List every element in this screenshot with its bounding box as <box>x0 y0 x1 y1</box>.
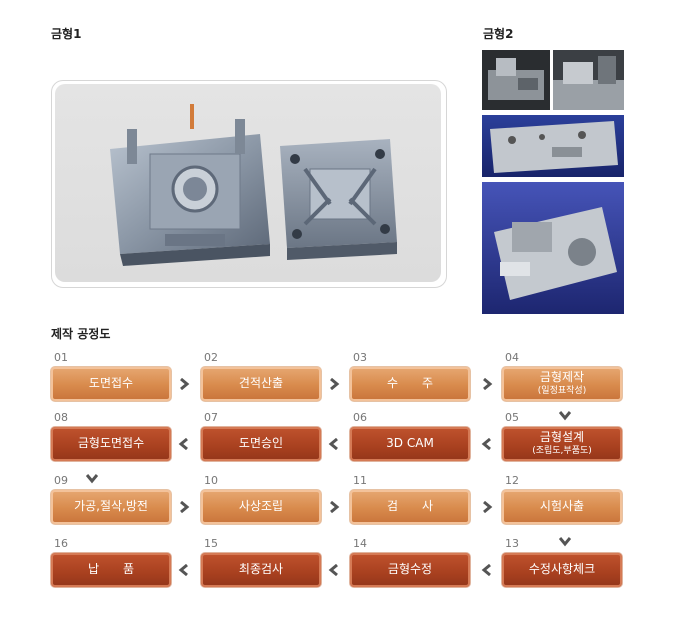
step-number: 13 <box>505 537 519 550</box>
chevron-right-icon <box>180 378 190 390</box>
step-label: 검 사 <box>386 499 434 514</box>
step-number: 02 <box>204 351 218 364</box>
process-step: 도면승인 <box>201 427 321 461</box>
process-step: 사상조립 <box>201 490 321 524</box>
step-number: 07 <box>204 411 218 424</box>
chevron-left-icon <box>178 564 188 576</box>
step-number: 04 <box>505 351 519 364</box>
mold1-photo <box>55 84 441 282</box>
step-sublabel: (일정표작성) <box>537 386 587 397</box>
process-step: 금형제작(일정표작성) <box>502 367 622 401</box>
step-label: 수 주 <box>386 376 434 391</box>
chevron-left-icon <box>481 438 491 450</box>
step-number: 15 <box>204 537 218 550</box>
mold2-photo-3 <box>482 115 624 177</box>
chevron-left-icon <box>328 438 338 450</box>
step-number: 09 <box>54 474 68 487</box>
process-title: 제작 공정도 <box>51 327 111 341</box>
step-label: 도면접수 <box>88 376 134 391</box>
chevron-right-icon <box>483 378 493 390</box>
section1-title: 금형1 <box>51 27 82 41</box>
step-label: 최종검사 <box>238 562 284 577</box>
chevron-right-icon <box>330 378 340 390</box>
chevron-right-icon <box>180 501 190 513</box>
step-label: 3D CAM <box>386 436 434 451</box>
chevron-left-icon <box>328 564 338 576</box>
chevron-down-icon <box>559 537 571 547</box>
process-step: 가공,절삭,방전 <box>51 490 171 524</box>
mold1-photo-frame <box>51 80 447 288</box>
chevron-down-icon <box>559 411 571 421</box>
step-label: 사상조립 <box>238 499 284 514</box>
step-number: 06 <box>353 411 367 424</box>
step-label: 금형설계 <box>539 430 585 445</box>
process-step: 수 주 <box>350 367 470 401</box>
process-step: 금형도면접수 <box>51 427 171 461</box>
chevron-left-icon <box>178 438 188 450</box>
chevron-right-icon <box>483 501 493 513</box>
step-number: 11 <box>353 474 367 487</box>
process-step: 견적산출 <box>201 367 321 401</box>
step-label: 금형제작 <box>539 370 585 385</box>
step-label: 가공,절삭,방전 <box>74 499 148 514</box>
step-sublabel: (조립도,부품도) <box>532 446 592 457</box>
process-step: 시험사출 <box>502 490 622 524</box>
step-number: 01 <box>54 351 68 364</box>
process-step: 3D CAM <box>350 427 470 461</box>
mold2-photo-1 <box>482 50 550 110</box>
step-number: 14 <box>353 537 367 550</box>
step-number: 10 <box>204 474 218 487</box>
step-number: 05 <box>505 411 519 424</box>
chevron-down-icon <box>86 474 98 484</box>
mold2-photo-2 <box>553 50 624 110</box>
step-label: 금형도면접수 <box>77 436 145 451</box>
process-step: 도면접수 <box>51 367 171 401</box>
step-label: 견적산출 <box>238 376 284 391</box>
step-label: 금형수정 <box>387 562 433 577</box>
chevron-left-icon <box>481 564 491 576</box>
step-number: 03 <box>353 351 367 364</box>
step-label: 시험사출 <box>539 499 585 514</box>
section2-title: 금형2 <box>483 27 514 41</box>
step-label: 도면승인 <box>238 436 284 451</box>
process-step: 금형수정 <box>350 553 470 587</box>
step-label: 수정사항체크 <box>528 562 596 577</box>
step-number: 08 <box>54 411 68 424</box>
chevron-right-icon <box>330 501 340 513</box>
step-label: 납 품 <box>87 562 135 577</box>
process-step: 최종검사 <box>201 553 321 587</box>
process-step: 검 사 <box>350 490 470 524</box>
process-step: 수정사항체크 <box>502 553 622 587</box>
step-number: 12 <box>505 474 519 487</box>
process-step: 금형설계(조립도,부품도) <box>502 427 622 461</box>
mold2-photo-4 <box>482 182 624 314</box>
step-number: 16 <box>54 537 68 550</box>
process-step: 납 품 <box>51 553 171 587</box>
